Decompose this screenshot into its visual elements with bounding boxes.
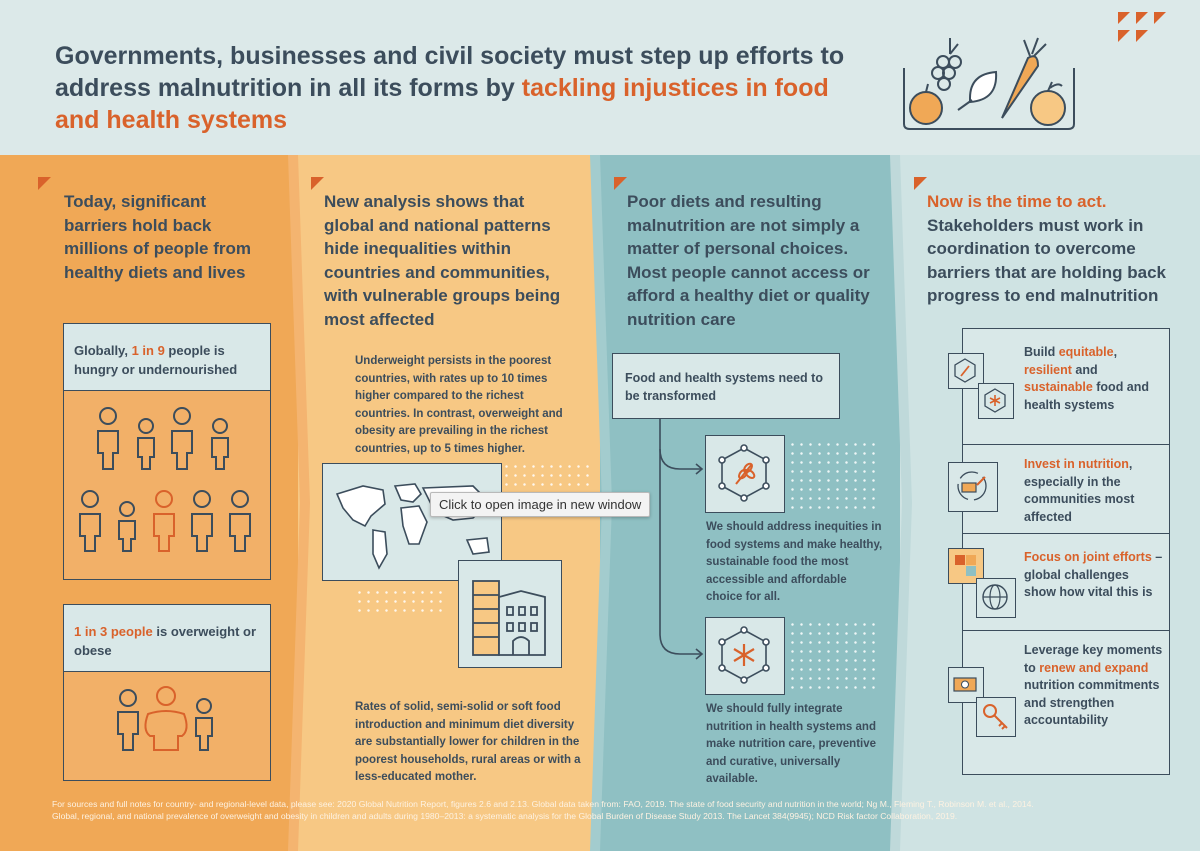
col4-heading-rest: Stakeholders must work in coordination t… [927, 215, 1167, 306]
hunger-suffix: people is hungry or undernourished [74, 343, 238, 377]
a4-h1: renew and expand [1039, 660, 1149, 675]
overweight-stat-box: 1 in 3 people is overweight or obese [63, 604, 271, 672]
overweight-highlight: 1 in 3 people [74, 624, 153, 639]
title-highlight-text: tackling injustices in food and health s… [55, 74, 829, 134]
a3-h1: Focus on joint efforts [1024, 550, 1152, 564]
buildings-box [458, 560, 562, 668]
action-card-leverage: Leverage key moments to renew and expand… [962, 630, 1170, 775]
food-basket-icon [903, 37, 1075, 130]
a1-t4: food and health systems [1024, 380, 1150, 412]
col3-heading: Poor diets and resulting malnutrition ar… [627, 192, 870, 329]
globe-icon [976, 578, 1016, 618]
hunger-highlight: 1 in 9 [131, 343, 165, 358]
a2-h1: Invest in nutrition [1024, 457, 1129, 471]
hunger-stat-text: Globally, 1 in 9 people is hungry or und… [74, 341, 264, 379]
a1-t2: , [1113, 345, 1118, 359]
hunger-stat-box: Globally, 1 in 9 people is hungry or und… [63, 323, 271, 391]
sources-footnote: For sources and full notes for country- … [52, 799, 1034, 821]
flag-marker-3 [614, 177, 627, 190]
food-systems-icon-box [705, 435, 785, 513]
col3-food-systems-text: We should address inequities in food sys… [706, 521, 883, 603]
a4-t2: nutrition commitments and strengthen acc… [1024, 678, 1160, 727]
a2-t1: , especially in the communities most aff… [1024, 457, 1135, 524]
col2-heading: New analysis shows that global and natio… [324, 192, 561, 329]
col4-heading: Now is the time to act. Stakeholders mus… [927, 190, 1177, 308]
col4-heading-highlight: Now is the time to act. [927, 192, 1107, 211]
chevron-divider-3 [890, 155, 912, 851]
dot-pattern-3 [770, 440, 880, 510]
a1-t3: and [1071, 362, 1098, 377]
a3-t1: – global challenges show how vital this … [1024, 550, 1163, 599]
a1-h2: resilient [1024, 362, 1072, 377]
a1-t1: Build [1024, 345, 1059, 359]
wheat-network-icon [718, 444, 770, 502]
a1-h1: equitable [1058, 345, 1114, 359]
hunger-prefix: Globally, [74, 343, 132, 358]
people-illustration-panel [63, 390, 271, 580]
action-invest-text: Invest in nutrition, especially in the c… [1024, 456, 1164, 526]
col3-health-systems-text: We should fully integrate nutrition in h… [706, 703, 877, 785]
flag-marker-2 [311, 177, 324, 190]
chevron-divider-1 [288, 155, 310, 851]
action-systems-text: Build equitable, resilient and sustainab… [1024, 344, 1164, 414]
action-card-invest: Invest in nutrition, especially in the c… [962, 444, 1170, 534]
flow-arrows [659, 419, 704, 660]
col1-heading: Today, significant barriers hold back mi… [64, 192, 252, 282]
dot-pattern-2 [355, 588, 445, 618]
overweight-illustration-panel [63, 671, 271, 781]
overweight-stat-text: 1 in 3 people is overweight or obese [74, 622, 264, 660]
action-card-joint-efforts: Focus on joint efforts – global challeng… [962, 533, 1170, 631]
overweight-people-icons [117, 686, 213, 751]
page-title: Governments, businesses and civil societ… [55, 40, 855, 136]
open-image-tooltip: Click to open image in new window [430, 492, 651, 517]
systems-transform-box: Food and health systems need to be trans… [612, 353, 840, 419]
medical-small-icon [978, 383, 1014, 419]
systems-transform-text: Food and health systems need to be trans… [625, 371, 823, 403]
flag-marker-4 [914, 177, 927, 190]
a1-h3: sustainable [1024, 380, 1093, 394]
money-icon [948, 667, 984, 703]
action-joint-text: Focus on joint efforts – global challeng… [1024, 549, 1164, 602]
col2-underweight-text: Underweight persists in the poorest coun… [355, 355, 563, 455]
dot-pattern-4 [770, 620, 880, 690]
key-icon [976, 697, 1016, 737]
health-systems-icon-box [705, 617, 785, 695]
title-main-text: Governments, businesses and civil societ… [55, 42, 845, 102]
action-leverage-text: Leverage key moments to renew and expand… [1024, 642, 1164, 730]
corner-triangles-icon [1118, 12, 1166, 42]
action-card-systems: Build equitable, resilient and sustainab… [962, 328, 1170, 445]
col2-diet-diversity-text: Rates of solid, semi-solid or soft food … [355, 701, 581, 783]
flag-marker-1 [38, 177, 51, 190]
medical-network-icon [718, 626, 770, 684]
invest-icon [948, 462, 998, 512]
people-icons [79, 407, 251, 552]
overweight-suffix: is overweight or obese [74, 624, 257, 658]
a4-t1: Leverage key moments to [1024, 643, 1163, 675]
buildings-icon [472, 580, 546, 656]
